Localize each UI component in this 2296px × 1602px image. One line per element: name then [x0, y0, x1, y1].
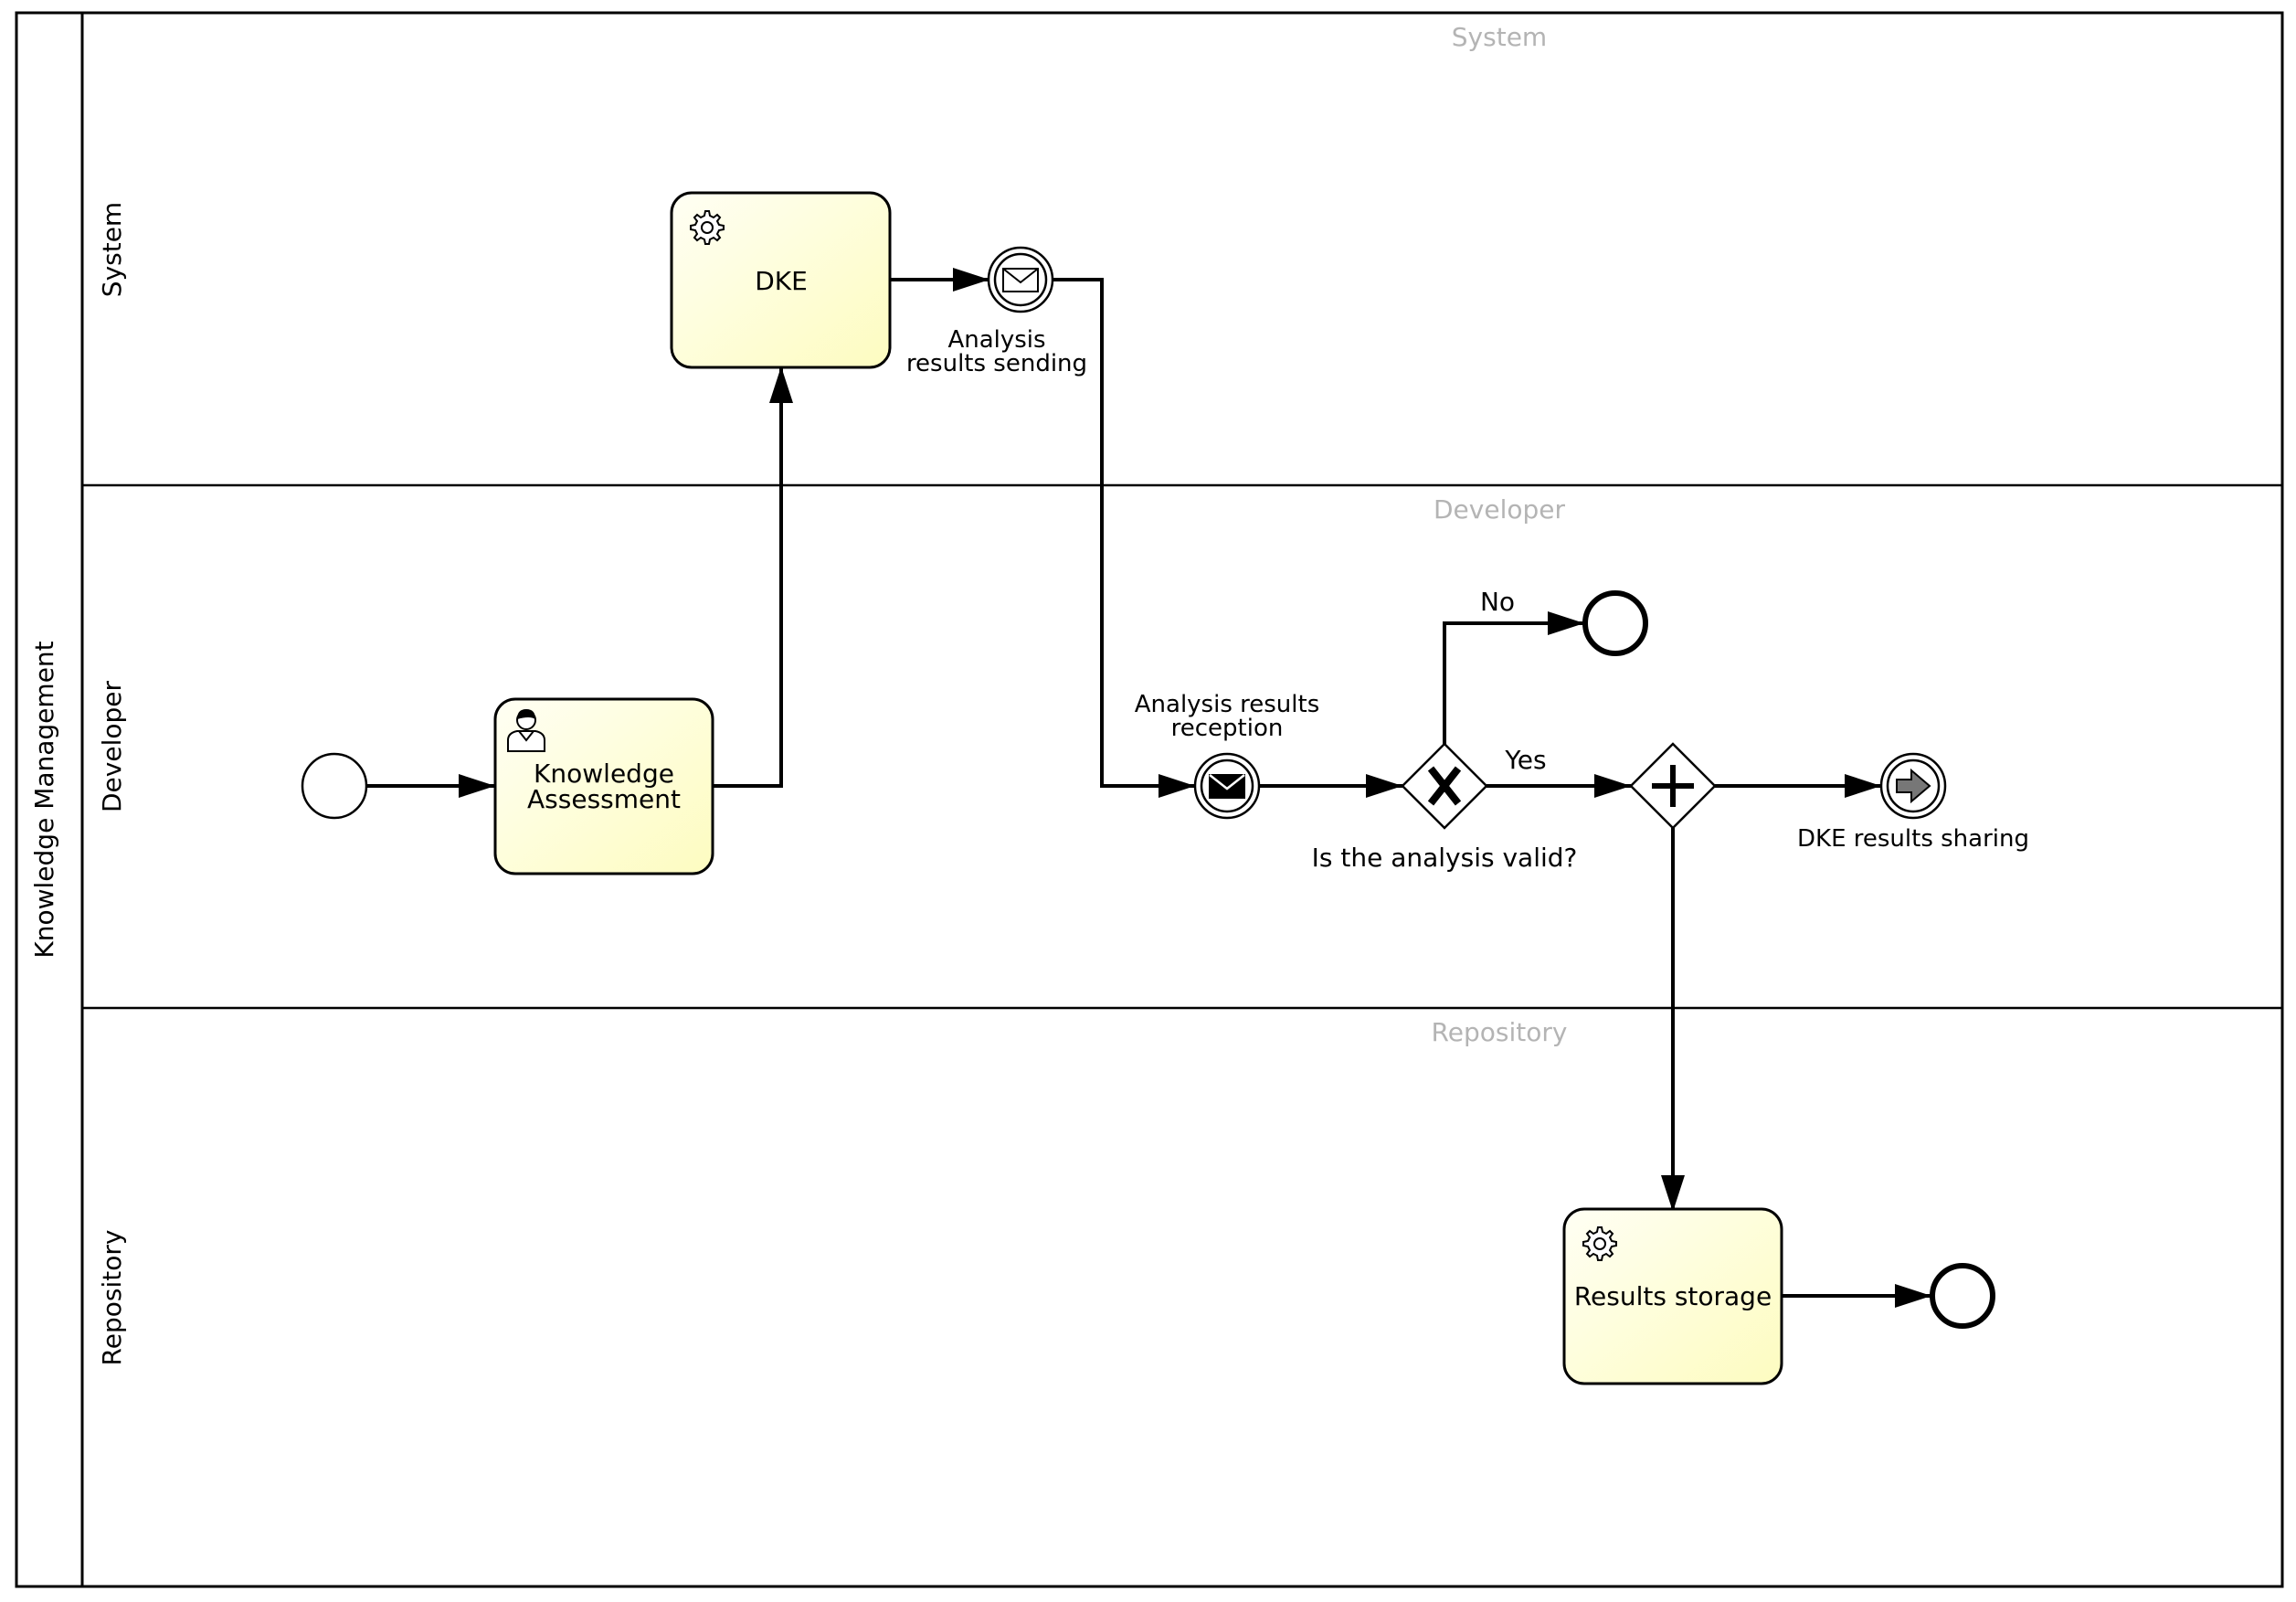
- lane-watermark-repository: Repository: [1432, 1017, 1568, 1047]
- pool-label: Knowledge Management: [29, 641, 59, 958]
- gateway-analysis-valid-label: Is the analysis valid?: [1312, 843, 1578, 873]
- lane-label-system: System: [97, 202, 127, 297]
- flow-label-no: No: [1480, 587, 1515, 617]
- x-icon: [1427, 766, 1462, 806]
- task-knowledge-assessment-label-line1: Knowledge: [534, 759, 674, 789]
- lane-label-repository: Repository: [97, 1230, 127, 1366]
- flow-knowledge-assessment-to-dke[interactable]: [713, 366, 793, 788]
- task-dke[interactable]: DKE: [670, 191, 892, 369]
- event-analysis-results-reception[interactable]: Analysis results reception: [1135, 691, 1320, 820]
- event-dke-results-sharing[interactable]: DKE results sharing: [1797, 752, 2029, 853]
- end-event-invalid[interactable]: [1582, 590, 1648, 656]
- gateway-analysis-valid[interactable]: Is the analysis valid?: [1312, 742, 1578, 873]
- envelope-icon: [1209, 774, 1245, 799]
- event-analysis-results-reception-label-line2: reception: [1171, 715, 1284, 742]
- plus-icon: [1652, 765, 1694, 807]
- event-analysis-results-sending-label-line1: Analysis: [947, 326, 1045, 354]
- lane-label-developer: Developer: [97, 681, 127, 812]
- flow-analysis-sending-to-reception[interactable]: [1053, 278, 1195, 798]
- person-icon: [507, 709, 545, 752]
- sequence-flows: [366, 268, 1931, 1308]
- lane-watermark-system: System: [1452, 22, 1547, 52]
- task-knowledge-assessment[interactable]: Knowledge Assessment: [493, 697, 714, 875]
- task-results-storage-label: Results storage: [1574, 1281, 1772, 1311]
- envelope-icon: [1002, 268, 1039, 292]
- arrow-icon: [1896, 768, 1931, 804]
- gateway-parallel[interactable]: [1629, 742, 1717, 830]
- event-analysis-results-sending[interactable]: Analysis results sending: [906, 246, 1087, 377]
- flow-validity-no-to-end[interactable]: [1443, 611, 1584, 744]
- event-analysis-results-reception-label-line1: Analysis results: [1135, 691, 1320, 718]
- start-event[interactable]: [301, 752, 368, 820]
- end-event-storage[interactable]: [1930, 1263, 1995, 1329]
- gear-icon: [1582, 1226, 1617, 1261]
- task-knowledge-assessment-label-line2: Assessment: [527, 784, 681, 814]
- lane-watermark-developer: Developer: [1434, 494, 1565, 525]
- event-analysis-results-sending-label-line2: results sending: [906, 350, 1087, 377]
- task-dke-label: DKE: [755, 266, 808, 296]
- flow-label-yes: Yes: [1504, 745, 1546, 775]
- gear-icon: [690, 210, 725, 245]
- event-dke-results-sharing-label: DKE results sharing: [1797, 825, 2029, 853]
- task-results-storage[interactable]: Results storage: [1562, 1207, 1783, 1385]
